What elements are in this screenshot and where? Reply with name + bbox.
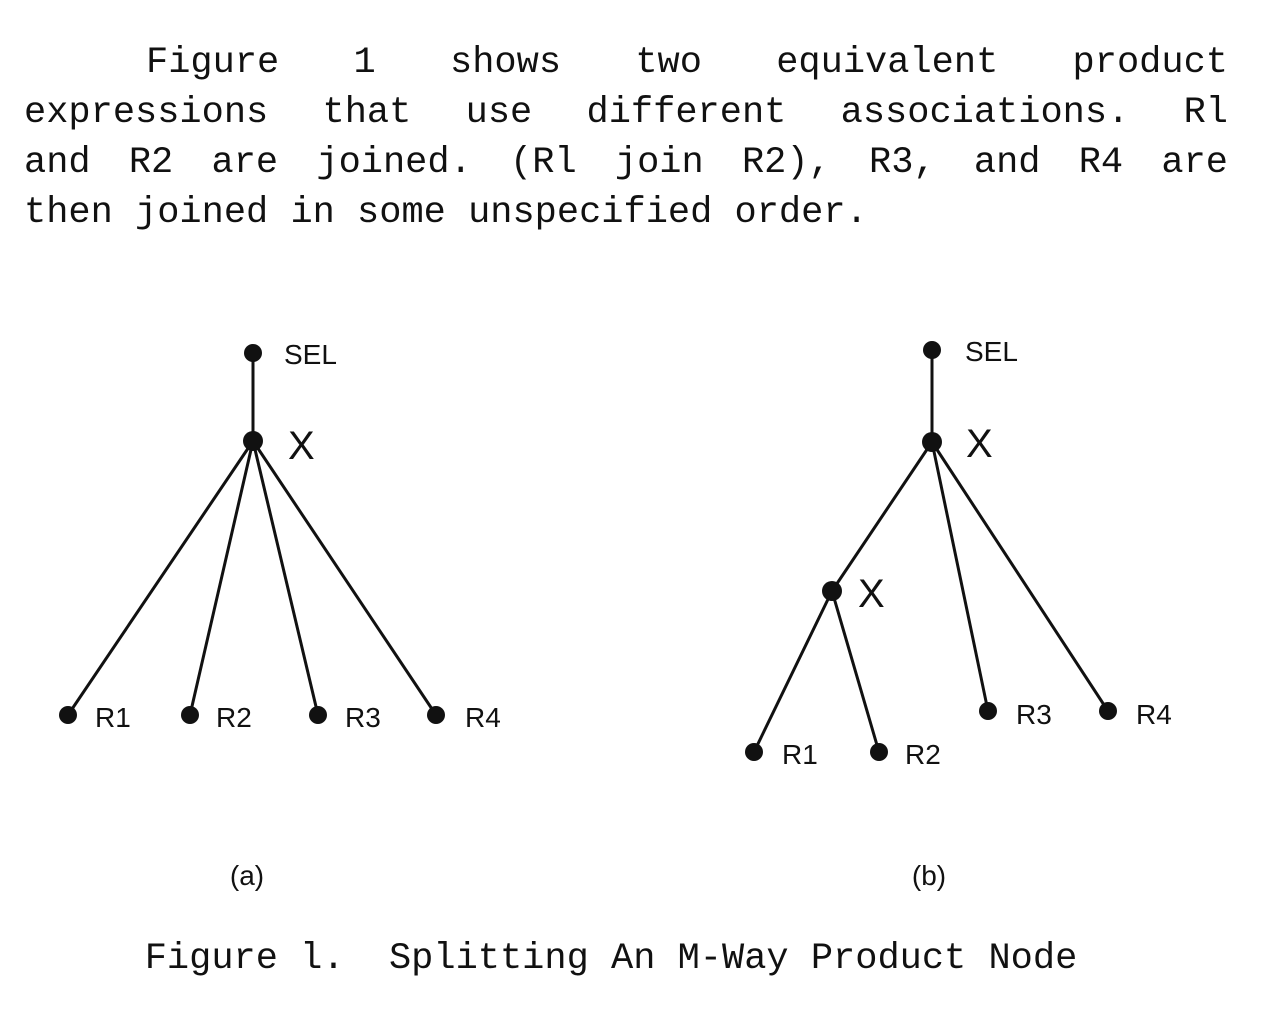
label-r1: R1 — [782, 739, 818, 770]
node-r3 — [309, 706, 327, 724]
label-inner-product: X — [858, 572, 885, 616]
body-paragraph: Figure 1 shows two equivalent product ex… — [24, 38, 1228, 238]
figure-caption: Figure l. Splitting An M-Way Product Nod… — [144, 938, 1078, 980]
node-r4 — [427, 706, 445, 724]
node-product — [922, 432, 942, 452]
label-r2: R2 — [905, 739, 941, 770]
label-r4: R4 — [1136, 699, 1172, 730]
node-r2 — [870, 743, 888, 761]
edge-x-to-r4 — [251, 440, 438, 716]
edge-x-to-r4 — [930, 441, 1110, 712]
node-inner-product — [822, 581, 842, 601]
paragraph-line-2: expressions that use different associati… — [24, 92, 1228, 134]
edge-inner-x-to-r1 — [752, 590, 834, 753]
tree-diagram-a — [66, 353, 438, 716]
label-r4: R4 — [465, 702, 501, 733]
paragraph-line-1: Figure 1 shows two equivalent product — [146, 42, 1228, 84]
edge-x-to-inner-x — [830, 441, 934, 592]
node-sel — [244, 344, 262, 362]
node-sel — [923, 341, 941, 359]
tree-diagram-b — [752, 350, 1110, 753]
edge-x-to-r1 — [66, 440, 255, 716]
node-r1 — [745, 743, 763, 761]
node-r1 — [59, 706, 77, 724]
label-r3: R3 — [1016, 699, 1052, 730]
label-r1: R1 — [95, 702, 131, 733]
tree-nodes-b — [745, 341, 1117, 761]
edge-inner-x-to-r2 — [830, 590, 881, 753]
label-sel: SEL — [965, 336, 1018, 367]
label-r2: R2 — [216, 702, 252, 733]
label-product: X — [288, 424, 315, 468]
label-product: X — [966, 422, 993, 466]
paragraph-line-3: and R2 are joined. (Rl join R2), R3, and… — [24, 142, 1228, 184]
edge-x-to-r3 — [251, 440, 320, 716]
sublabel-b: (b) — [912, 860, 946, 891]
label-r3: R3 — [345, 702, 381, 733]
label-sel: SEL — [284, 339, 337, 370]
sublabel-a: (a) — [230, 860, 264, 891]
node-product — [243, 431, 263, 451]
node-r2 — [181, 706, 199, 724]
node-r4 — [1099, 702, 1117, 720]
edge-x-to-r2 — [188, 440, 255, 716]
edge-x-to-r3 — [930, 441, 990, 712]
paragraph-line-4: then joined in some unspecified order. — [24, 192, 868, 234]
figure-diagrams: SEL X R1 R2 R3 R4 (a) SEL X X R1 R2 R3 R… — [59, 336, 1172, 891]
tree-nodes-a — [59, 344, 445, 724]
node-r3 — [979, 702, 997, 720]
